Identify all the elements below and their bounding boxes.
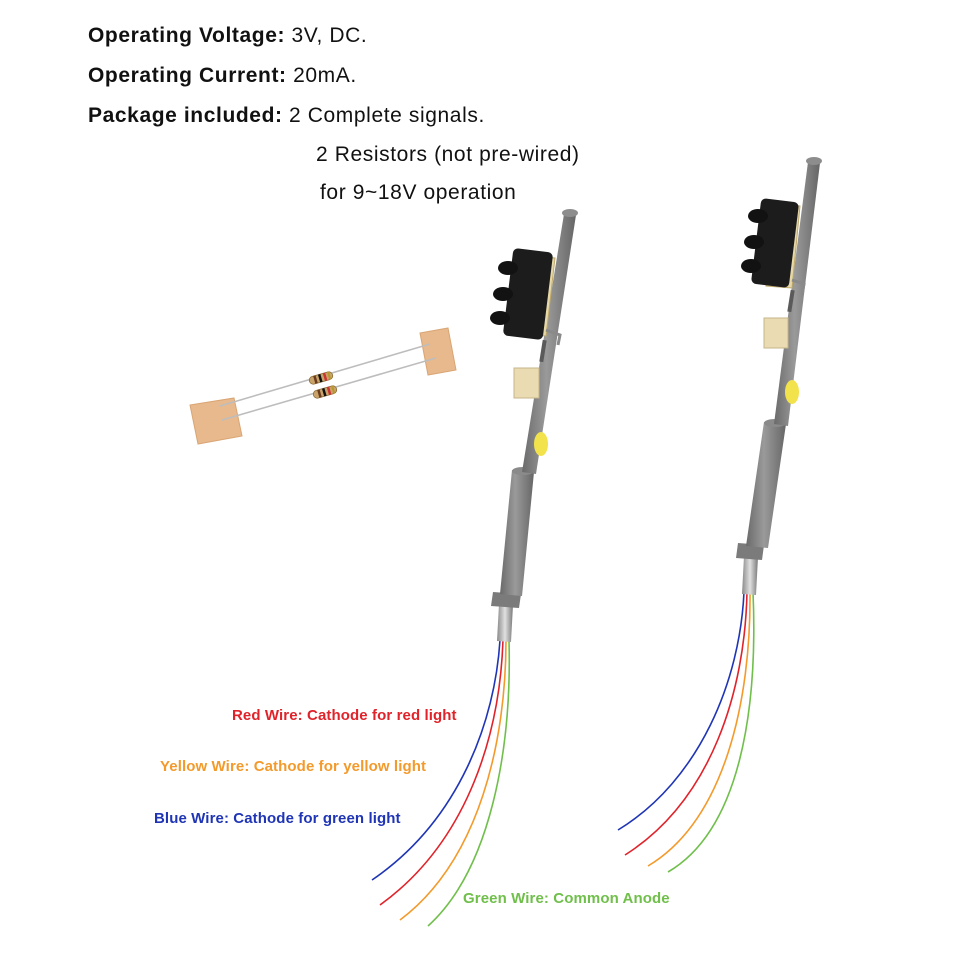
resistor-1 xyxy=(308,371,334,385)
signal-2-ladder xyxy=(787,289,795,313)
spec-voltage-value: 3V, DC. xyxy=(291,24,368,47)
signal-2-head-bracket xyxy=(791,278,806,296)
tape-left xyxy=(189,397,243,445)
spec-package-line1: 2 Complete signals. xyxy=(289,104,485,127)
signal-1-junction-box xyxy=(513,367,540,399)
signal-2-upper-pole xyxy=(774,162,820,426)
spec-current-value: 20mA. xyxy=(293,64,357,87)
signal-1-upper-pole xyxy=(522,214,576,474)
signal-1-yellow-disc xyxy=(534,432,548,456)
spec-current-label: Operating Current: xyxy=(88,64,287,87)
signal-1-blue-wire xyxy=(371,639,501,881)
signal-2 xyxy=(617,157,822,873)
signal-2-yellow-disc xyxy=(785,380,799,404)
spec-voltage-label: Operating Voltage: xyxy=(88,24,286,47)
signal-2-metal-tube xyxy=(742,556,758,595)
signal-2-lower-pole xyxy=(746,422,786,548)
signal-2-green-wire xyxy=(667,591,755,873)
signal-2-junction-box xyxy=(763,317,789,349)
signal-1-ladder xyxy=(539,339,547,363)
signal-2-lamp-middle xyxy=(744,235,764,249)
spec-package-line3: for 9~18V operation xyxy=(320,181,517,204)
signal-1 xyxy=(371,209,578,927)
signal-2-red-wire xyxy=(624,591,748,856)
spec-package-line2: 2 Resistors (not pre-wired) xyxy=(316,143,580,166)
spec-package-label: Package included: xyxy=(88,104,283,127)
resistor-assembly xyxy=(189,327,457,445)
signal-1-lamp-middle xyxy=(493,287,513,301)
spec-voltage: Operating Voltage: 3V, DC. xyxy=(88,24,367,48)
spec-current: Operating Current: 20mA. xyxy=(88,64,357,88)
signal-1-green-wire xyxy=(427,639,511,927)
signal-2-yellow-wire xyxy=(647,591,751,867)
signal-1-red-wire xyxy=(379,639,504,906)
red-wire-label: Red Wire: Cathode for red light xyxy=(232,707,457,724)
tape-right xyxy=(419,327,457,376)
signal-1-lamp-bottom xyxy=(490,311,510,325)
signal-2-blue-wire xyxy=(617,591,745,831)
signal-2-pole-top xyxy=(806,157,822,165)
signal-1-metal-tube xyxy=(497,604,513,642)
green-wire-label: Green Wire: Common Anode xyxy=(463,890,670,907)
signal-2-lamp-top xyxy=(748,209,768,223)
blue-wire-label: Blue Wire: Cathode for green light xyxy=(154,810,401,827)
signal-2-lamp-bottom xyxy=(741,259,761,273)
signal-1-pole-top xyxy=(562,209,578,217)
signal-1-base-cap xyxy=(491,592,521,608)
resistor-2 xyxy=(312,385,338,399)
signal-1-head-bracket xyxy=(545,328,562,346)
signal-1-lamp-top xyxy=(498,261,518,275)
spec-package: Package included: 2 Complete signals. xyxy=(88,104,485,128)
yellow-wire-label: Yellow Wire: Cathode for yellow light xyxy=(160,758,427,775)
signal-1-lower-pole xyxy=(500,470,534,596)
signal-2-base-cap xyxy=(736,543,764,560)
signal-1-yellow-wire xyxy=(399,639,507,921)
